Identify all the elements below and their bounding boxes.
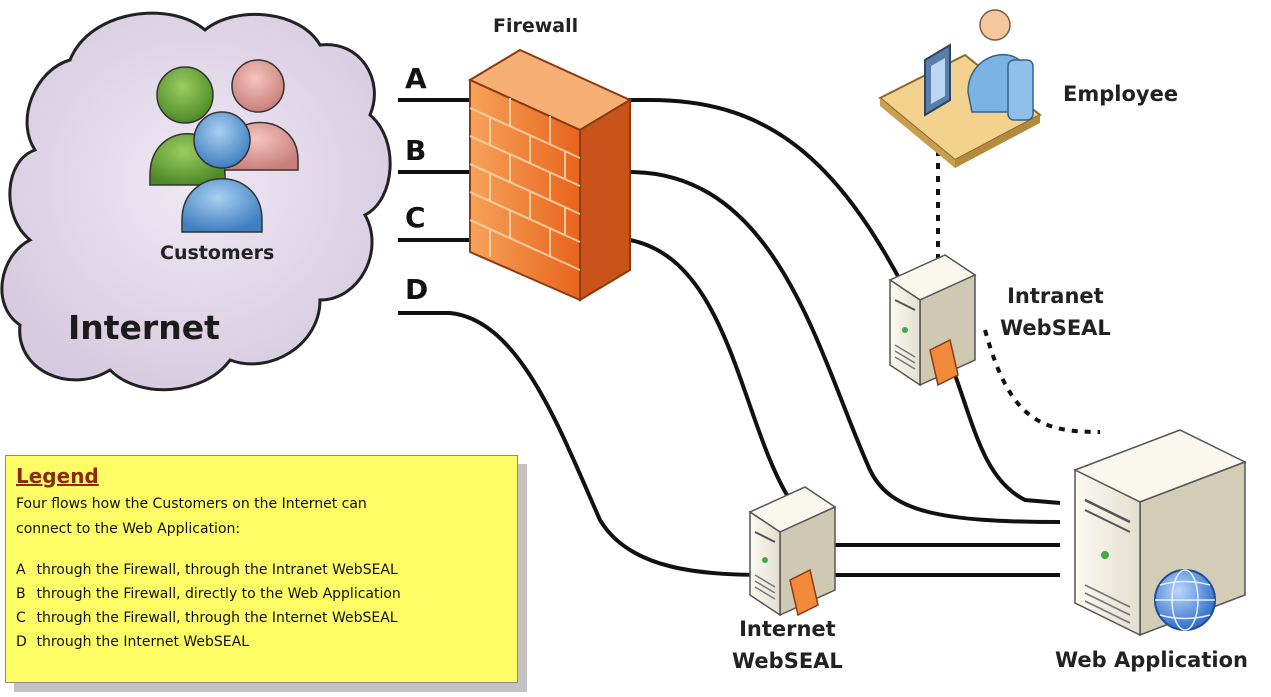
intranet-webseal-label-line1: Intranet — [1007, 284, 1104, 308]
internet-webseal-label-line1: Internet — [739, 617, 836, 641]
flow-d-line — [398, 311, 1060, 577]
legend-item-b: B through the Firewall, directly to the … — [16, 582, 507, 606]
legend-item-c: C through the Firewall, through the Inte… — [16, 606, 507, 630]
employee-label: Employee — [1063, 82, 1179, 106]
legend-key: D — [16, 634, 27, 650]
intranet-webseal-label: Intranet WebSEAL — [1000, 280, 1111, 344]
legend-key: C — [16, 610, 26, 626]
flow-a-letter: A — [405, 62, 427, 95]
flow-b-line — [398, 170, 1061, 524]
intranet-webseal-label-line2: WebSEAL — [1000, 316, 1111, 340]
dotted-lines — [936, 150, 1101, 434]
customers-label: Customers — [160, 242, 275, 264]
employee-icon — [878, 9, 1042, 168]
legend-text: through the Firewall, directly to the We… — [36, 586, 401, 602]
internet-webseal-server-icon — [748, 486, 837, 617]
internet-label: Internet — [68, 308, 220, 347]
legend-item-a: A through the Firewall, through the Intr… — [16, 558, 507, 582]
legend-description: Four flows how the Customers on the Inte… — [16, 496, 367, 537]
web-application-label: Web Application — [1055, 648, 1248, 672]
web-application-server-icon — [1073, 429, 1247, 637]
flow-d-letter: D — [405, 273, 429, 306]
legend-key: A — [16, 562, 26, 578]
flow-b-letter: B — [405, 134, 427, 167]
flow-c-letter: C — [405, 201, 426, 234]
flow-a-line — [398, 98, 902, 281]
flow-c-line — [398, 238, 792, 502]
legend-text: through the Firewall, through the Intran… — [36, 562, 398, 578]
legend-title: Legend — [16, 464, 99, 488]
legend-text: through the Firewall, through the Intern… — [36, 610, 398, 626]
internet-webseal-label-line2: WebSEAL — [732, 649, 843, 673]
legend-box: Legend Four flows how the Customers on t… — [5, 455, 518, 683]
connection-lines — [398, 98, 1061, 577]
firewall-icon — [467, 48, 633, 302]
intranet-webseal-server-icon — [888, 254, 977, 387]
flow-a-line-2 — [953, 374, 1061, 505]
legend-item-d: D through the Internet WebSEAL — [16, 630, 507, 654]
globe-icon — [1154, 569, 1216, 631]
legend-text: through the Internet WebSEAL — [36, 634, 250, 650]
legend-key: B — [16, 586, 26, 602]
firewall-label: Firewall — [493, 15, 579, 37]
internet-webseal-label: Internet WebSEAL — [732, 613, 843, 677]
customers-icon — [149, 59, 299, 233]
